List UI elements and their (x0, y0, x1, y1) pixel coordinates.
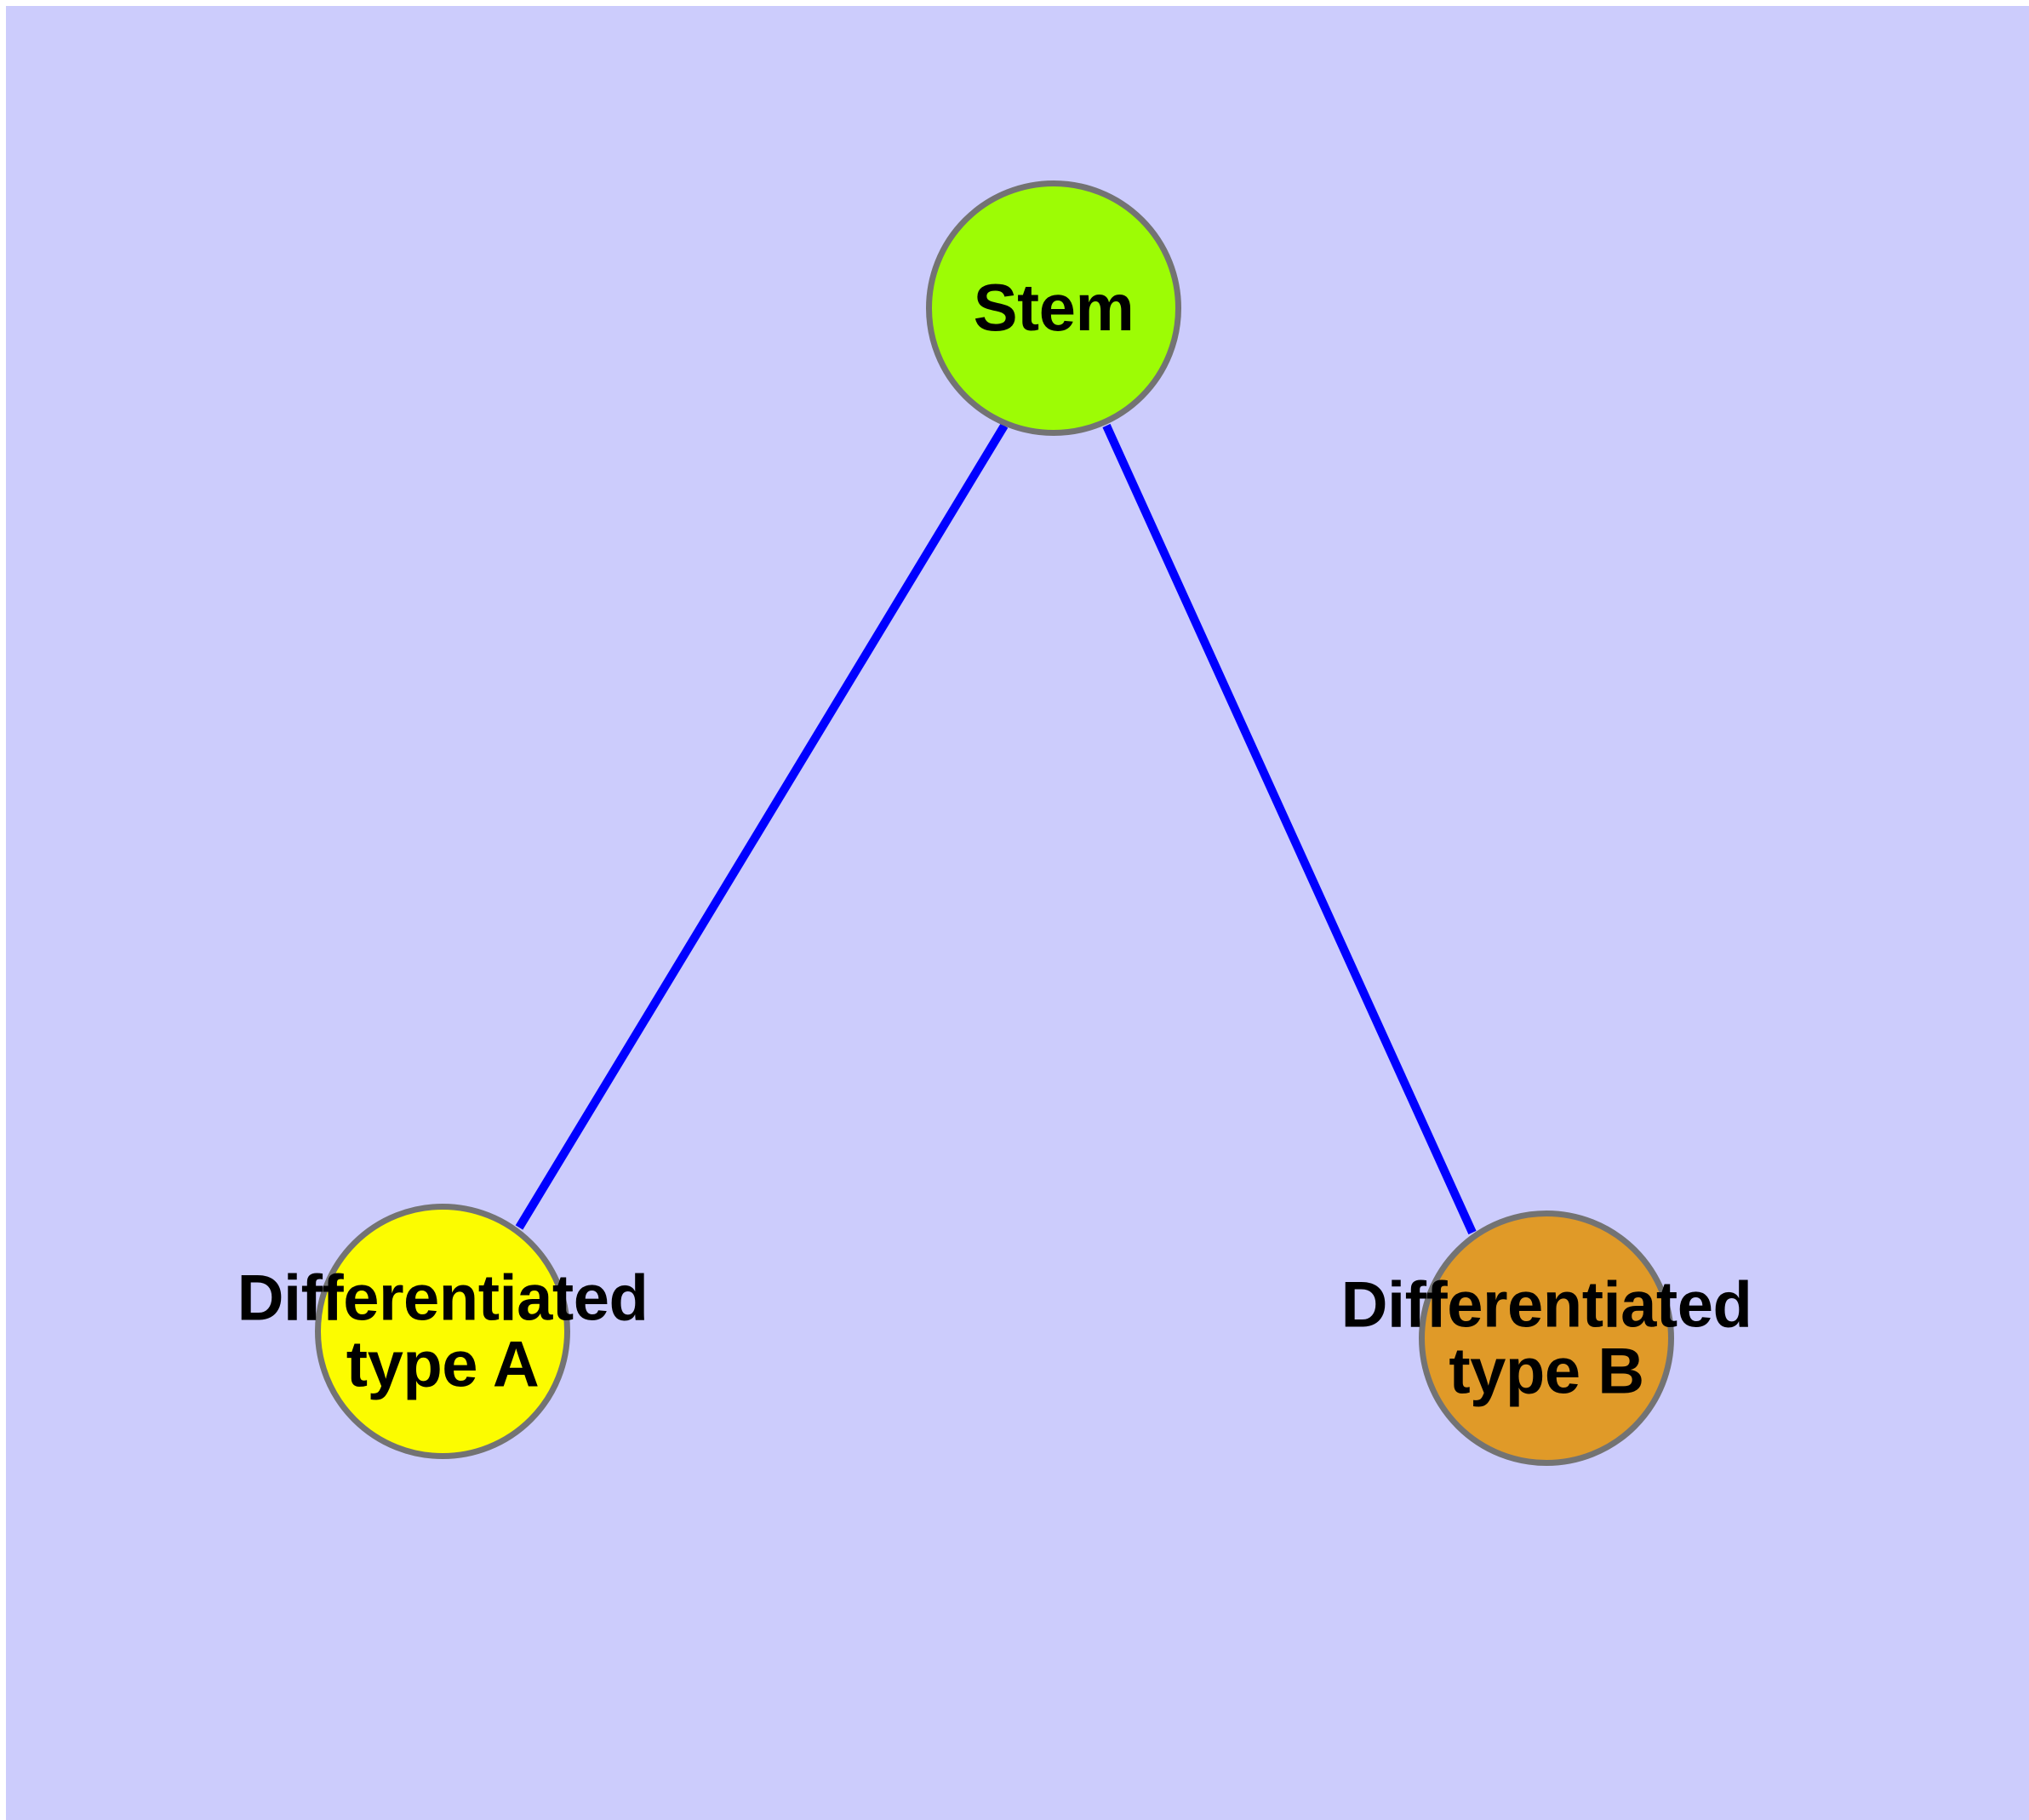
edge-stem-diff-a (515, 423, 1009, 1230)
node-circle-diff_a[interactable] (315, 1204, 570, 1459)
node-label-diff_b: Differentiated type B (1340, 1268, 1752, 1407)
node-circle-diff_b[interactable] (1419, 1210, 1674, 1466)
edge-stem-diff-b (1102, 423, 1477, 1235)
edge-layer (515, 423, 1477, 1235)
node-label-diff_a: Differentiated type A (237, 1262, 649, 1400)
node-layer (315, 180, 1674, 1466)
node-label-stem: Stem (973, 270, 1135, 346)
node-circle-stem[interactable] (926, 180, 1181, 436)
